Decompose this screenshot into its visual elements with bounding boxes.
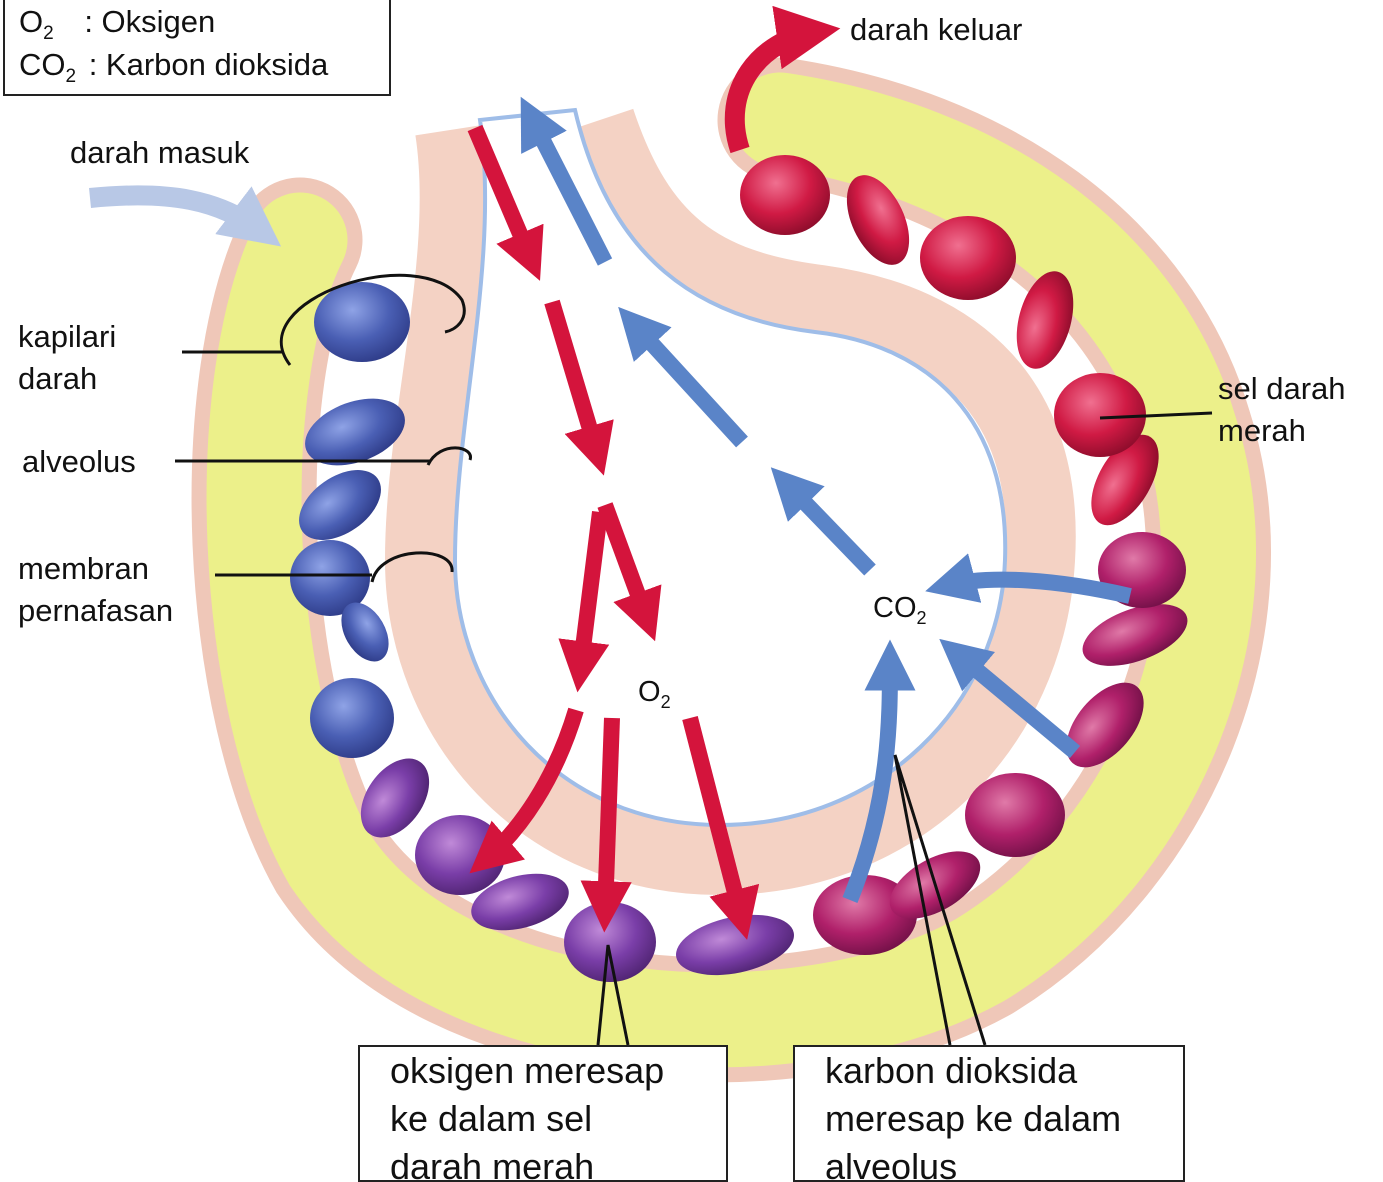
label-sel-line2: merah (1218, 410, 1306, 452)
gas-label-o2: O2 (638, 676, 671, 713)
gas-label-co2: CO2 (873, 592, 927, 629)
label-darah-masuk: darah masuk (70, 132, 249, 174)
carbon-callout-line1: karbon dioksida (825, 1047, 1183, 1095)
red-blood-cell (965, 773, 1065, 857)
red-blood-cell (314, 282, 410, 362)
inflow-arrow (90, 195, 262, 232)
legend-o2-letter: O (19, 4, 43, 39)
oxygen-arrow (605, 718, 612, 912)
label-sel-line1: sel darah (1218, 368, 1346, 410)
carbon-callout-line3: alveolus (825, 1143, 1183, 1182)
gas-co2-letters: CO (873, 592, 917, 624)
label-membran-line1: membran (18, 548, 149, 590)
label-alveolus: alveolus (22, 441, 136, 483)
oxygen-callout-line1: oksigen meresap (390, 1047, 726, 1095)
carbon-callout-box: karbon dioksida meresap ke dalam alveolu… (793, 1045, 1185, 1182)
label-kapilari-line1: kapilari (18, 316, 116, 358)
red-blood-cell (310, 678, 394, 758)
red-blood-cell (1054, 373, 1146, 457)
gas-o2-subscript: 2 (661, 692, 671, 712)
gas-o2-letter: O (638, 676, 661, 708)
oxygen-callout-line3: darah merah (390, 1143, 726, 1182)
legend-co2-letters: CO (19, 47, 66, 82)
legend-row-co2: CO2 : Karbon dioksida (19, 45, 328, 97)
legend-co2-subscript: 2 (66, 66, 77, 87)
legend-co2-symbol: CO2 (19, 45, 76, 97)
red-blood-cell (920, 216, 1016, 300)
red-blood-cell (740, 155, 830, 235)
label-membran-line2: pernafasan (18, 590, 173, 632)
label-kapilari-line2: darah (18, 358, 97, 400)
oxygen-callout-line2: ke dalam sel (390, 1095, 726, 1143)
red-blood-cell (564, 902, 656, 982)
oxygen-callout-box: oksigen meresap ke dalam sel darah merah (358, 1045, 728, 1182)
label-darah-keluar: darah keluar (850, 9, 1022, 51)
legend-o2-subscript: 2 (43, 23, 54, 44)
legend-o2-text: : Oksigen (84, 4, 215, 39)
legend-box: O2 : Oksigen CO2 : Karbon dioksida (3, 0, 391, 96)
gas-co2-subscript: 2 (917, 608, 927, 628)
carbon-callout-line2: meresap ke dalam (825, 1095, 1183, 1143)
legend-co2-text: : Karbon dioksida (89, 47, 329, 82)
